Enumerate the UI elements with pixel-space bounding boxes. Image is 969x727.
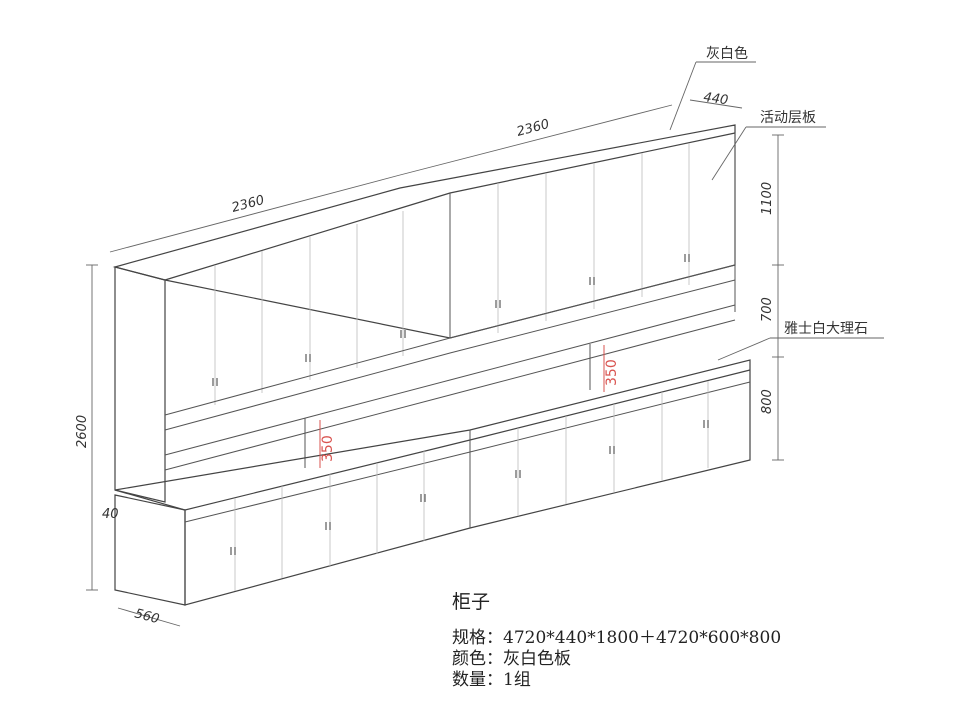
dim-label-top-right: 2360 bbox=[515, 117, 551, 140]
niche-height-left: 350 bbox=[320, 435, 336, 462]
callout-marble: 雅士白大理石 bbox=[784, 321, 868, 337]
dim-label-plinth: 40 bbox=[102, 507, 119, 522]
dim-label-depth-top: 440 bbox=[702, 90, 729, 108]
dim-label-lower-height: 800 bbox=[760, 389, 775, 414]
callout-color: 灰白色 bbox=[706, 45, 748, 62]
handles bbox=[212, 254, 709, 555]
info-color: 颜色：灰白色板 bbox=[452, 649, 571, 669]
dim-label-total-height: 2600 bbox=[75, 415, 90, 448]
lower-cabinet bbox=[114, 359, 751, 606]
info-qty: 数量：1组 bbox=[452, 670, 531, 690]
dim-label-mid-height: 700 bbox=[760, 297, 775, 322]
callout-shelf: 活动层板 bbox=[760, 110, 816, 126]
upper-cabinet bbox=[112, 124, 736, 503]
info-spec: 规格：4720*440*1800＋4720*600*800 bbox=[452, 628, 782, 648]
info-title: 柜子 bbox=[452, 591, 491, 613]
info-block: 柜子 规格：4720*440*1800＋4720*600*800 颜色：灰白色板… bbox=[452, 587, 781, 691]
dim-label-upper-height: 1100 bbox=[760, 182, 775, 215]
niche-height-right: 350 bbox=[604, 359, 620, 386]
dim-label-depth-bottom: 560 bbox=[133, 606, 161, 627]
dimension-lines bbox=[86, 61, 884, 627]
